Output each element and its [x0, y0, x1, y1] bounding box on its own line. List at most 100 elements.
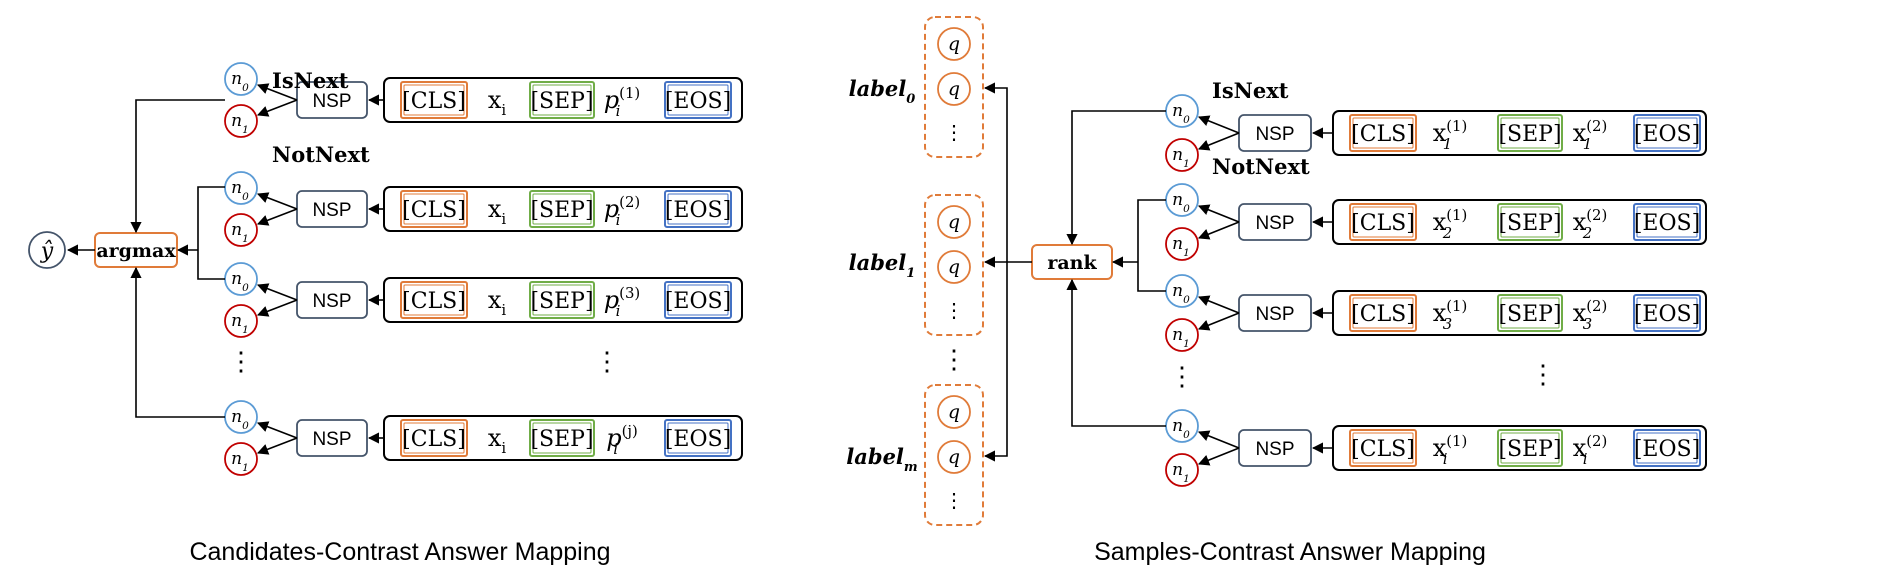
eos-token: [EOS]	[664, 81, 732, 119]
sep-token-inner	[532, 84, 592, 116]
cls-token-inner	[403, 284, 465, 316]
cls-token-inner	[403, 422, 465, 454]
q-label: q	[948, 78, 960, 100]
sep-token-inner	[1500, 206, 1560, 238]
eos-token-inner	[667, 422, 729, 454]
n1-node	[224, 304, 258, 338]
label-group-2: qq⋮labelm	[846, 384, 984, 526]
rank-to-label0-arrow	[983, 82, 1008, 262]
sep-token-label: [SEP]	[1498, 302, 1561, 327]
row-ellipsis-right: ⋮	[594, 347, 620, 377]
n0-node-label: n0	[231, 178, 249, 203]
notnext-label: NotNext	[1212, 154, 1310, 179]
sep-token-label: [SEP]	[530, 198, 593, 223]
row-ellipsis-left: ⋮	[228, 347, 254, 377]
q-label: q	[948, 256, 960, 278]
x-first-token: x(1)2	[1433, 206, 1468, 242]
q-ellipsis: ⋮	[944, 488, 964, 512]
output-node	[28, 231, 66, 269]
right-caption: Samples-Contrast Answer Mapping	[1094, 538, 1486, 566]
sep-token-border	[529, 190, 595, 228]
rank-label: rank	[1047, 252, 1097, 274]
cls-token: [CLS]	[1349, 203, 1417, 241]
eos-token-border	[1633, 429, 1701, 467]
eos-token-label: [EOS]	[665, 427, 731, 452]
n0-node	[224, 171, 258, 205]
x-second-token: x(2)3	[1573, 297, 1608, 333]
n0-row1-to-argmax	[130, 99, 225, 234]
cls-token-border	[1349, 294, 1417, 332]
x-token: xi	[488, 286, 507, 319]
sep-token-label: [SEP]	[530, 289, 593, 314]
n1-node-label: n1	[231, 311, 249, 336]
cls-token-border	[1349, 203, 1417, 241]
eos-token-border	[664, 281, 732, 319]
cls-token-inner	[1352, 432, 1414, 464]
nsp-to-n1-arrow	[1197, 132, 1240, 151]
sep-token-label: [SEP]	[530, 89, 593, 114]
n1-node-label: n1	[1172, 460, 1190, 485]
nsp-label: NSP	[312, 429, 351, 450]
sep-token-label: [SEP]	[1498, 122, 1561, 147]
nsp-label: NSP	[1255, 124, 1294, 145]
eos-token-border	[664, 190, 732, 228]
x-second-token: x(2)2	[1573, 206, 1608, 242]
sep-token-inner	[1500, 432, 1560, 464]
label-group-box	[924, 384, 984, 526]
n1-node	[224, 104, 258, 138]
n0-node-label: n0	[231, 69, 249, 94]
x-second-token: x(2)i	[1573, 432, 1608, 468]
sep-token: [SEP]	[1497, 114, 1563, 152]
sep-token-inner	[1500, 297, 1560, 329]
eos-token-border	[1633, 294, 1701, 332]
cls-token-border	[400, 190, 468, 228]
nsp-label: NSP	[312, 91, 351, 112]
cls-token-inner	[1352, 297, 1414, 329]
sep-token-border	[529, 419, 595, 457]
sep-token-border	[529, 81, 595, 119]
cls-token: [CLS]	[1349, 114, 1417, 152]
n0-row1-to-rank	[1066, 110, 1166, 246]
cls-token-inner	[1352, 206, 1414, 238]
q-label: q	[948, 33, 960, 55]
eos-token-inner	[667, 84, 729, 116]
cls-token-label: [CLS]	[1351, 211, 1415, 236]
eos-token: [EOS]	[1633, 429, 1701, 467]
n0-row4-to-rank	[1066, 278, 1166, 427]
n0-node-label: n0	[1172, 190, 1190, 215]
p-token: p(1)i	[604, 84, 640, 120]
cls-token-inner	[403, 193, 465, 225]
nsp-to-n1-arrow	[1197, 447, 1240, 466]
nsp-to-n0-arrow	[256, 421, 298, 439]
p-token: p(j)i	[606, 422, 638, 458]
label-group-box	[924, 194, 984, 336]
row-ellipsis-left: ⋮	[1169, 362, 1195, 392]
left-caption: Candidates-Contrast Answer Mapping	[189, 538, 610, 566]
n1-node	[1165, 453, 1199, 487]
p-token: p(3)i	[604, 284, 640, 320]
eos-token: [EOS]	[664, 281, 732, 319]
x-second-token: x(2)1	[1573, 117, 1608, 153]
eos-token-inner	[1636, 117, 1698, 149]
cls-token: [CLS]	[400, 81, 468, 119]
isnext-label: IsNext	[272, 68, 349, 93]
nsp-to-n0-arrow	[1197, 295, 1240, 314]
n1-node-label: n1	[1172, 325, 1190, 350]
sep-token-border	[1497, 114, 1563, 152]
x-token: xi	[488, 86, 507, 119]
sep-token-inner	[532, 422, 592, 454]
q-ellipsis: ⋮	[944, 120, 964, 144]
n0-node-label: n0	[1172, 281, 1190, 306]
sep-token: [SEP]	[529, 190, 595, 228]
cls-token-label: [CLS]	[402, 198, 466, 223]
n1-node	[1165, 138, 1199, 172]
cls-token-border	[1349, 114, 1417, 152]
eos-token-label: [EOS]	[665, 198, 731, 223]
q-node	[937, 205, 971, 239]
output-label: ŷ	[40, 239, 54, 264]
